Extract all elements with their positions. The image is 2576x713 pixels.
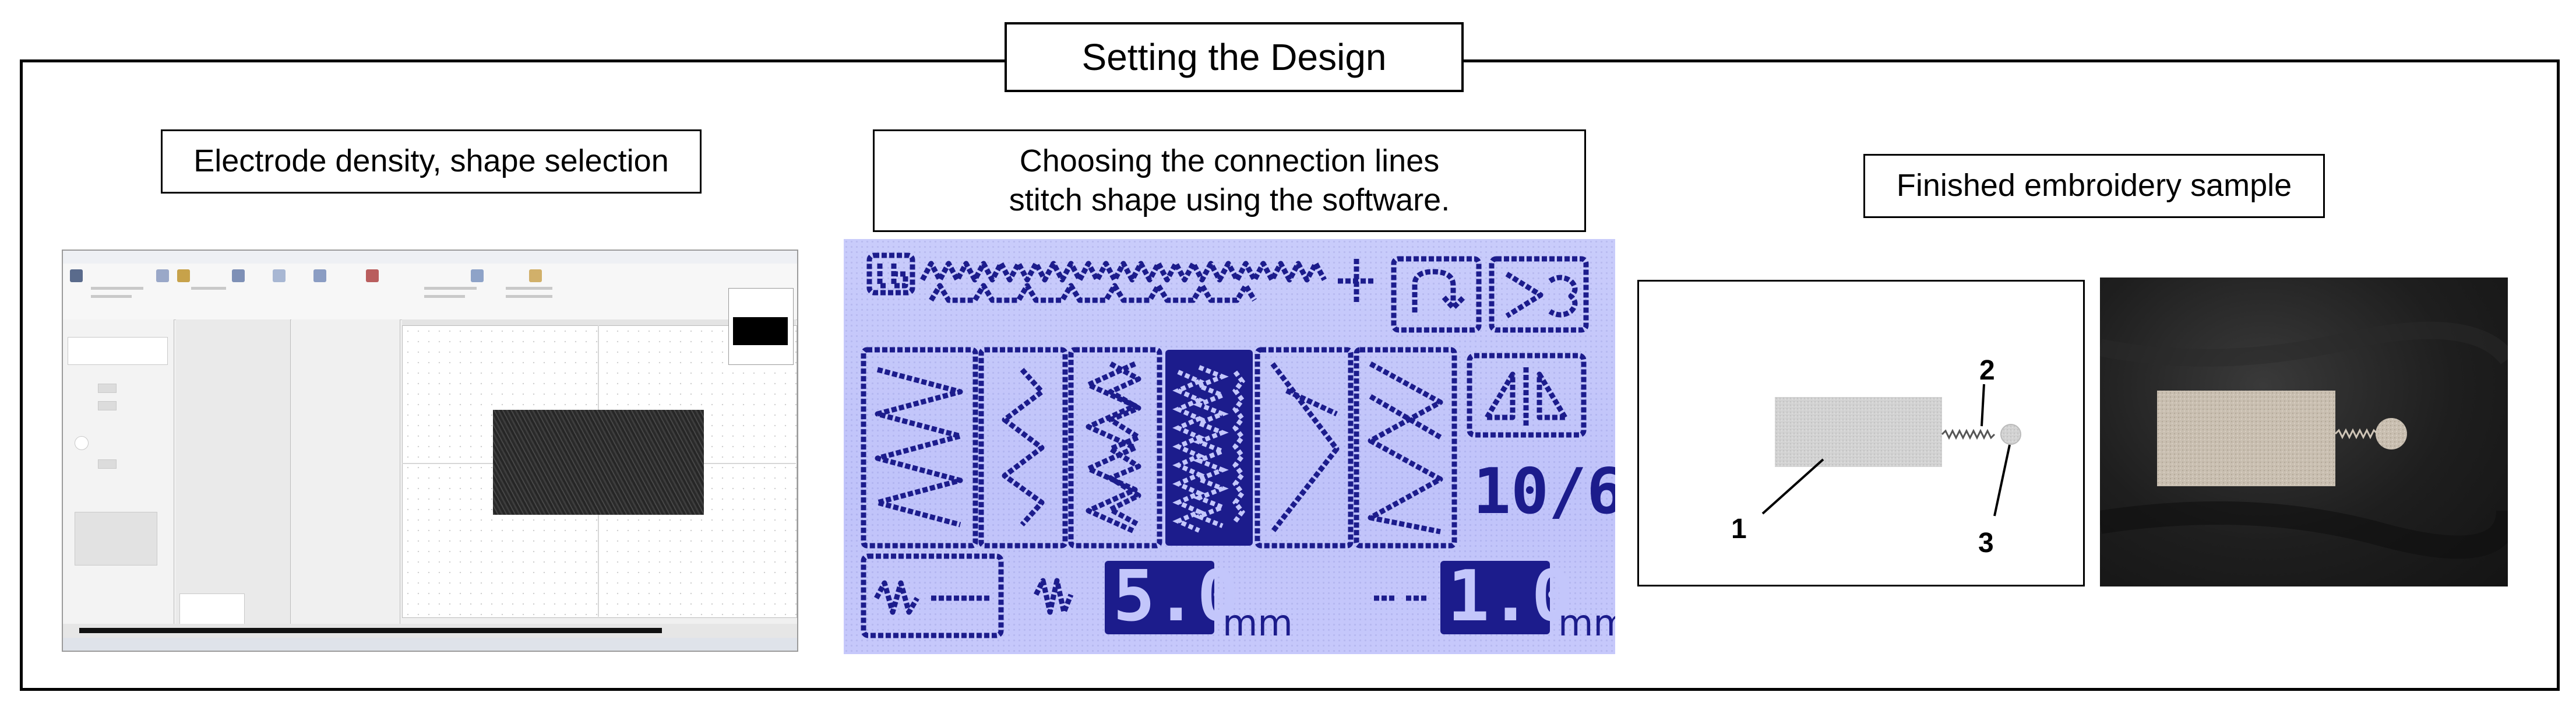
stitch-label-line2: stitch shape using the software. <box>1009 182 1450 217</box>
embroidered-terminal <box>2376 418 2407 449</box>
lcd-width-value: 5.0 <box>1113 556 1239 637</box>
embroidered-stitch-line <box>2334 428 2378 440</box>
callout-3: 3 <box>1978 528 1994 559</box>
callout-2: 2 <box>1979 355 1995 386</box>
software-preview-thumbnail <box>733 317 788 345</box>
diagram-title: Setting the Design <box>1005 22 1464 92</box>
software-status-bar <box>63 638 797 651</box>
software-tools-pane <box>291 319 400 634</box>
software-panel-label: Electrode density, shape selection <box>161 129 702 194</box>
callout-1: 1 <box>1731 514 1747 545</box>
software-screenshot <box>62 250 798 652</box>
electrode-pad <box>1775 397 1942 467</box>
software-ruler <box>402 319 796 325</box>
stitch-panel-label: Choosing the connection lines stitch sha… <box>873 129 1586 232</box>
software-timeline-bar <box>79 628 662 633</box>
lcd-graphics: 10/67 5.0 1.0 mm mm <box>861 252 1615 644</box>
finished-sample-photo <box>2100 278 2508 586</box>
software-list-pane <box>176 319 291 634</box>
embroidered-pad <box>2157 391 2335 486</box>
sample-panel-label: Finished embroidery sample <box>1863 154 2325 218</box>
connection-terminal <box>2000 424 2021 445</box>
software-titlebar <box>63 251 797 264</box>
sample-schematic: 1 2 3 <box>1637 280 2085 586</box>
connection-stitch-line <box>1941 428 1996 440</box>
lcd-length-unit: mm <box>1558 602 1615 644</box>
lcd-length-value: 1.0 <box>1447 556 1574 637</box>
electrode-pad-preview <box>493 410 704 515</box>
stitch-lcd-display: 10/67 5.0 1.0 mm mm <box>844 239 1615 654</box>
lcd-width-unit: mm <box>1222 602 1293 644</box>
stitch-label-line1: Choosing the connection lines <box>1019 143 1440 178</box>
lcd-pattern-counter: 10/67 <box>1473 455 1615 528</box>
software-ribbon <box>63 264 797 320</box>
software-properties-pane <box>63 319 174 634</box>
